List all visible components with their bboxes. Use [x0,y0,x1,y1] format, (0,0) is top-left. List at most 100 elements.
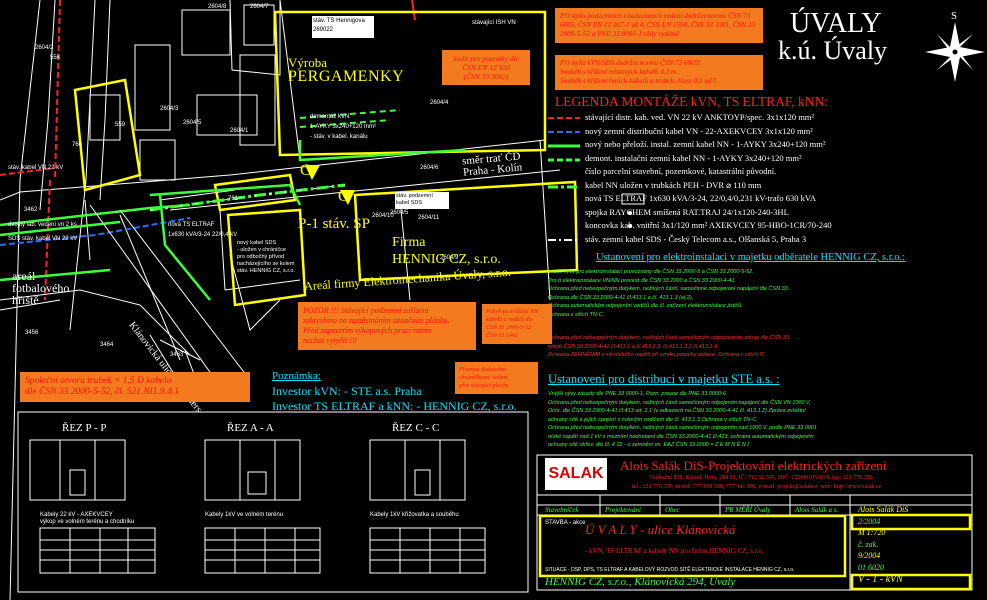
parcel-number: 2604/11 [418,215,440,221]
sds-box-line: stáv. podzemní [396,193,433,199]
parcel-number: 3464 [100,342,114,348]
new-sds-cable-note: nový kabel SDS - uložen v chráničce pro … [237,240,295,280]
title-block-header-cell: Projektování [605,506,641,514]
note-line: chráničkami: vedení [459,375,509,381]
building-label-pergamenky: PERGAMENKY [288,68,405,85]
section-line: Pro tí elektroinstalace VN/NN provést dl… [548,277,737,284]
parcel-number: 559 [115,122,126,128]
parcel-number: 3463 [170,352,184,358]
parcel-number: 3456 [25,330,39,336]
new-sds-cable-desc: - uložen v chráničce pro odbočný přívod … [237,247,295,274]
ts-note: stávající ISH VN [472,20,516,26]
demont-label: demontáž kVN [310,114,350,120]
legend-item: demont. instalační zemní kabel NN - 1-AY… [585,152,802,163]
parcel-number: 2604/5 [390,210,409,216]
note-line: přes stávající plochy [459,383,509,389]
norm-note-top: Při styku podzemních i nadzemních vedení… [555,8,763,43]
norm-note-line: Souběh s křížení řeních kabelů a trubek,… [560,77,717,85]
title-block-label: STAVBA - akce [545,520,586,526]
section-line: Ochrana automatickým odpojením vodičů dl… [548,303,743,309]
cross-section-caption: Kabely 1kV ve volném terénu [205,512,284,518]
area-label-line: areál [12,269,36,283]
section-line: Vnější vývy zásady dle PNE 33 0000-1, Po… [548,391,728,397]
legend-item: koncovka kab. vnitřní 3x1/120 mm² AXEKVC… [585,220,832,230]
cross-section-caption: Kabely 22 kV - AXEKVCEY [40,512,113,518]
note-line: ČSN EN 12 920 [462,63,510,72]
section-line: Ochrana dle ČSN 33 2000-4-41 čl.413.1 a … [548,294,694,301]
north-arrow-icon [925,22,985,82]
section-line: Ochr. dle ČSN 33 2000-4-41 čl.413 od. 2.… [548,408,806,414]
norm-note-kvn-sds: Při styku kVN/SDS dodržet normu ČSN 73 6… [555,55,763,90]
legend-item: nový nebo přeloží. instal. zemní kabel N… [585,139,826,149]
parcel-number: 3462 [24,207,38,213]
investor-ts: Investor TS ELTRAF a kNN: - HENNIG CZ, s… [272,399,517,413]
title-block-header-cell: Stavebníček [545,506,579,514]
title-block-right-cell: Alois Salák DiS [858,505,909,514]
parcel-number: 2604/5 [183,120,202,126]
legend-item: spojka RAYCHEM smíšená RAT.TRAJ 24/1x120… [585,206,789,217]
cross-section-title: ŘEZ A - A [227,422,274,434]
section-line: Ochrana ZEMNĚNÍM v síti nízkého napětí p… [548,352,766,358]
pipe-opening-note: Společní otvoru trubek = 1,5 D kabelu dl… [20,372,250,402]
project-subtitle: - kVN, TS ELTRAF a kabely NN pro firmu H… [585,547,764,555]
existing-ts-box: stáv. TS Hennigova 269022 [312,16,374,38]
demont-note: - stáv. v kabel. kanálu [310,134,368,140]
title-block-right-cell: M 1:720 [858,528,886,537]
drawing-description: SITUACE - DSP, DPS, TS ELTRAF A KABELOVÝ… [545,567,795,573]
investor-kvn: Investor kVN: - STE a.s. Praha [272,384,422,398]
area-label-line: fotbalového [12,281,70,295]
title-block-right-cell: 2/2004 [858,516,881,526]
note-line: POZOR !!! Stávající podzemní zařízení [303,306,429,315]
sds-box: stáv. podzemní kabel SDS [395,192,449,209]
title-block-right-cell: č. zak. [858,539,879,549]
cadastral-title: k.ú. Úvaly [778,36,888,65]
company-contact: tel.: 321 776 356, mobil: 777 898 588, 7… [632,484,882,490]
legend-item: nová TS ELTRAF 1x630 kVA/3-24, 22/0,4/0,… [585,193,817,203]
section-line: ochrany sítě a jejich spojení s nulovým … [548,416,758,423]
section-line: Ochrana před nebezpečným dotykem, neživý… [548,286,790,292]
legend-item: stávající distr. kab. ved. VN 22 kV ANKT… [585,112,814,122]
elektro-section-title: Ustanovení pro elektroinstalaci v majetk… [596,252,906,263]
parcel-number: 2604/3 [160,106,179,112]
investor-line: HENNIG CZ, s.r.o., Klánovická 294, Úvaly [545,576,736,588]
area-label-football: areál fotbalového hřiště [12,270,69,306]
legend-item: číslo parcelní stavební, pozemkové, kata… [585,166,777,176]
cut-marker-c: C [338,188,349,205]
section-line: ochrany sítě ohřev. dle čl. 4 12 - o zem… [548,442,749,448]
parcel-number: 556 [50,55,61,61]
sds-kvn-label: SDS stáv. kabel VN 22 kV [8,236,78,242]
cut-marker-c: C [300,162,311,179]
warning-note: POZOR !!! Stávající podzemní zařízení za… [298,302,476,350]
substation-p1-label: P-1 stáv. SP [298,216,370,232]
section-line: vývyb ČSN 33 2000-4-41 čl.413.1 a čl.413… [548,343,719,350]
parcel-number: 2604/4 [430,100,449,106]
distrib-section-title: Ustanovení pro distribuci v majetku STE … [548,372,780,386]
section-line: vnější vývy pro elektroinstalaci provozo… [548,269,754,275]
distrib-section-body: Vnější vývy zásady dle PNE 33 0000-1, Po… [548,390,978,450]
title-block-header-cell: PR MĚŘÍ Úvaly [725,506,771,514]
parcel-number: 2604/8 [208,4,227,10]
note-line: ČSN 33 2000-5-52 [486,325,531,331]
project-title: Ú V A L Y - ulice Klánovická [585,522,736,537]
existing-kvn-label: stáv. kabel VN 22 kV [8,165,64,171]
legend-item: kabel NN uložen v trubkách PEH - DVR ⌀ 1… [585,179,762,190]
company-name: Alois Salák DiS-Projektování elektrickýc… [620,458,887,473]
existing-ts-number: 269022 [313,27,334,33]
parcel-number: 2604/2 [35,45,54,51]
parcel-number: 2604/7 [250,4,269,10]
note-line: kabelů a vodičů dle [486,317,533,323]
company-logo: SALAK [545,458,607,490]
protection-note: Písemná dodatečná chráničkami: vedení př… [455,362,538,394]
new-ts-label: nová TS ELTRAF [168,222,215,228]
building-label-firma: Firma [392,235,426,250]
section-line: Ochrana před nebezpečným dotykem, neživý… [548,425,817,431]
existing-ts-name: stáv. TS Hennigova [313,18,365,24]
sds-box-line: kabel SDS [396,200,422,206]
legend-item: nový zemní distribuční kabel VN - 22-AXE… [585,125,813,136]
cable-movement-note: Pohyb po zvláštní NN kabelů a vodičů dle… [482,304,552,344]
parcel-number: 2604/10 [372,213,394,219]
parcel-number: 2604/9 [440,255,459,261]
note-line: dle ČSN 33 2000-5-52, čl. 521.NI1.9.4.1 [25,387,179,397]
title-block-right-cell: V - 1 - kVN [858,574,903,585]
note-line: Sodit pro pozemky dle [452,54,520,63]
